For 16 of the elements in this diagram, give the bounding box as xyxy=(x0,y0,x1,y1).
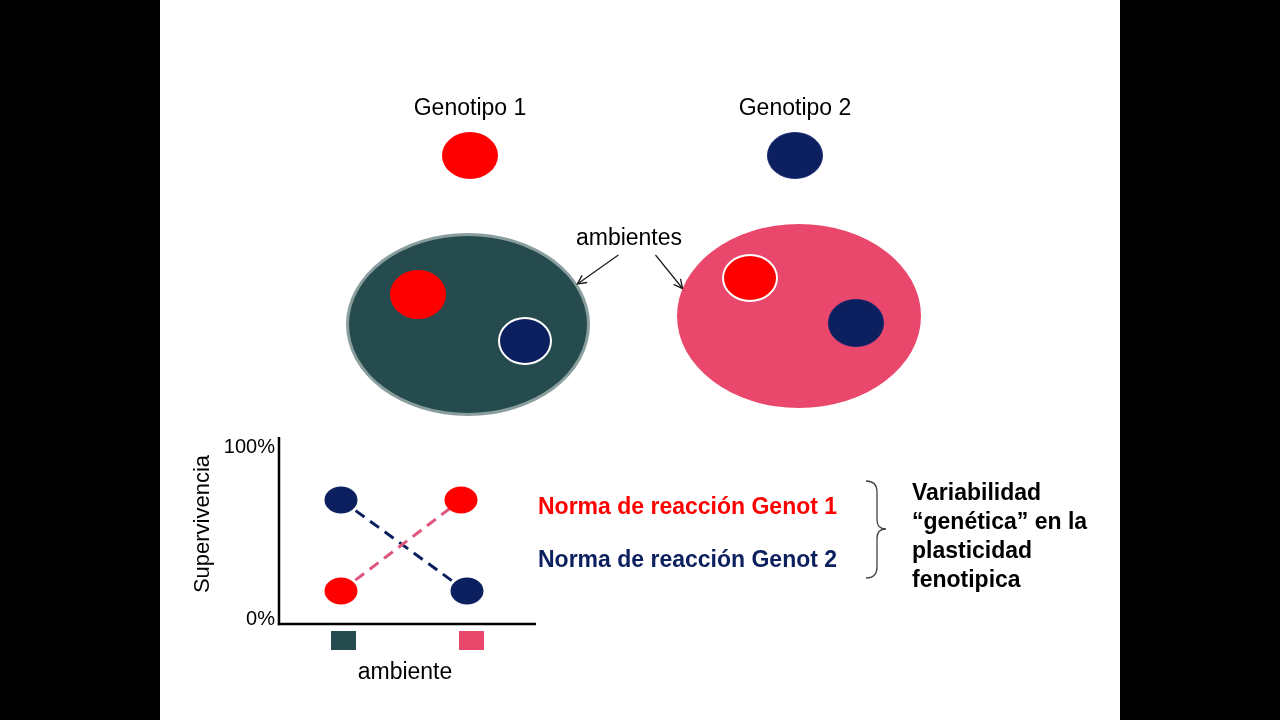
genotype-circle xyxy=(722,254,778,302)
genotype-circle xyxy=(828,299,884,347)
genotype-circle xyxy=(390,270,446,319)
genotype-label: Genotipo 1 xyxy=(413,93,527,122)
series-label: Norma de reacción Genot 1 xyxy=(538,492,838,520)
axis-title: ambiente xyxy=(357,658,453,684)
axis-tick-label: 0% xyxy=(246,606,275,630)
genotype-label: Genotipo 2 xyxy=(738,93,852,122)
genotype-circle xyxy=(498,317,552,365)
arrow xyxy=(654,254,684,290)
arrow xyxy=(576,254,619,285)
axis-tick-label: 100% xyxy=(223,434,275,458)
axis-title: Supervivencia xyxy=(189,454,215,594)
annotation-label: ambientes xyxy=(575,224,683,250)
annotation-text: Variabilidad “genética” en la plasticidad fenotipica xyxy=(912,478,1089,594)
series-label: Norma de reacción Genot 2 xyxy=(538,545,838,573)
